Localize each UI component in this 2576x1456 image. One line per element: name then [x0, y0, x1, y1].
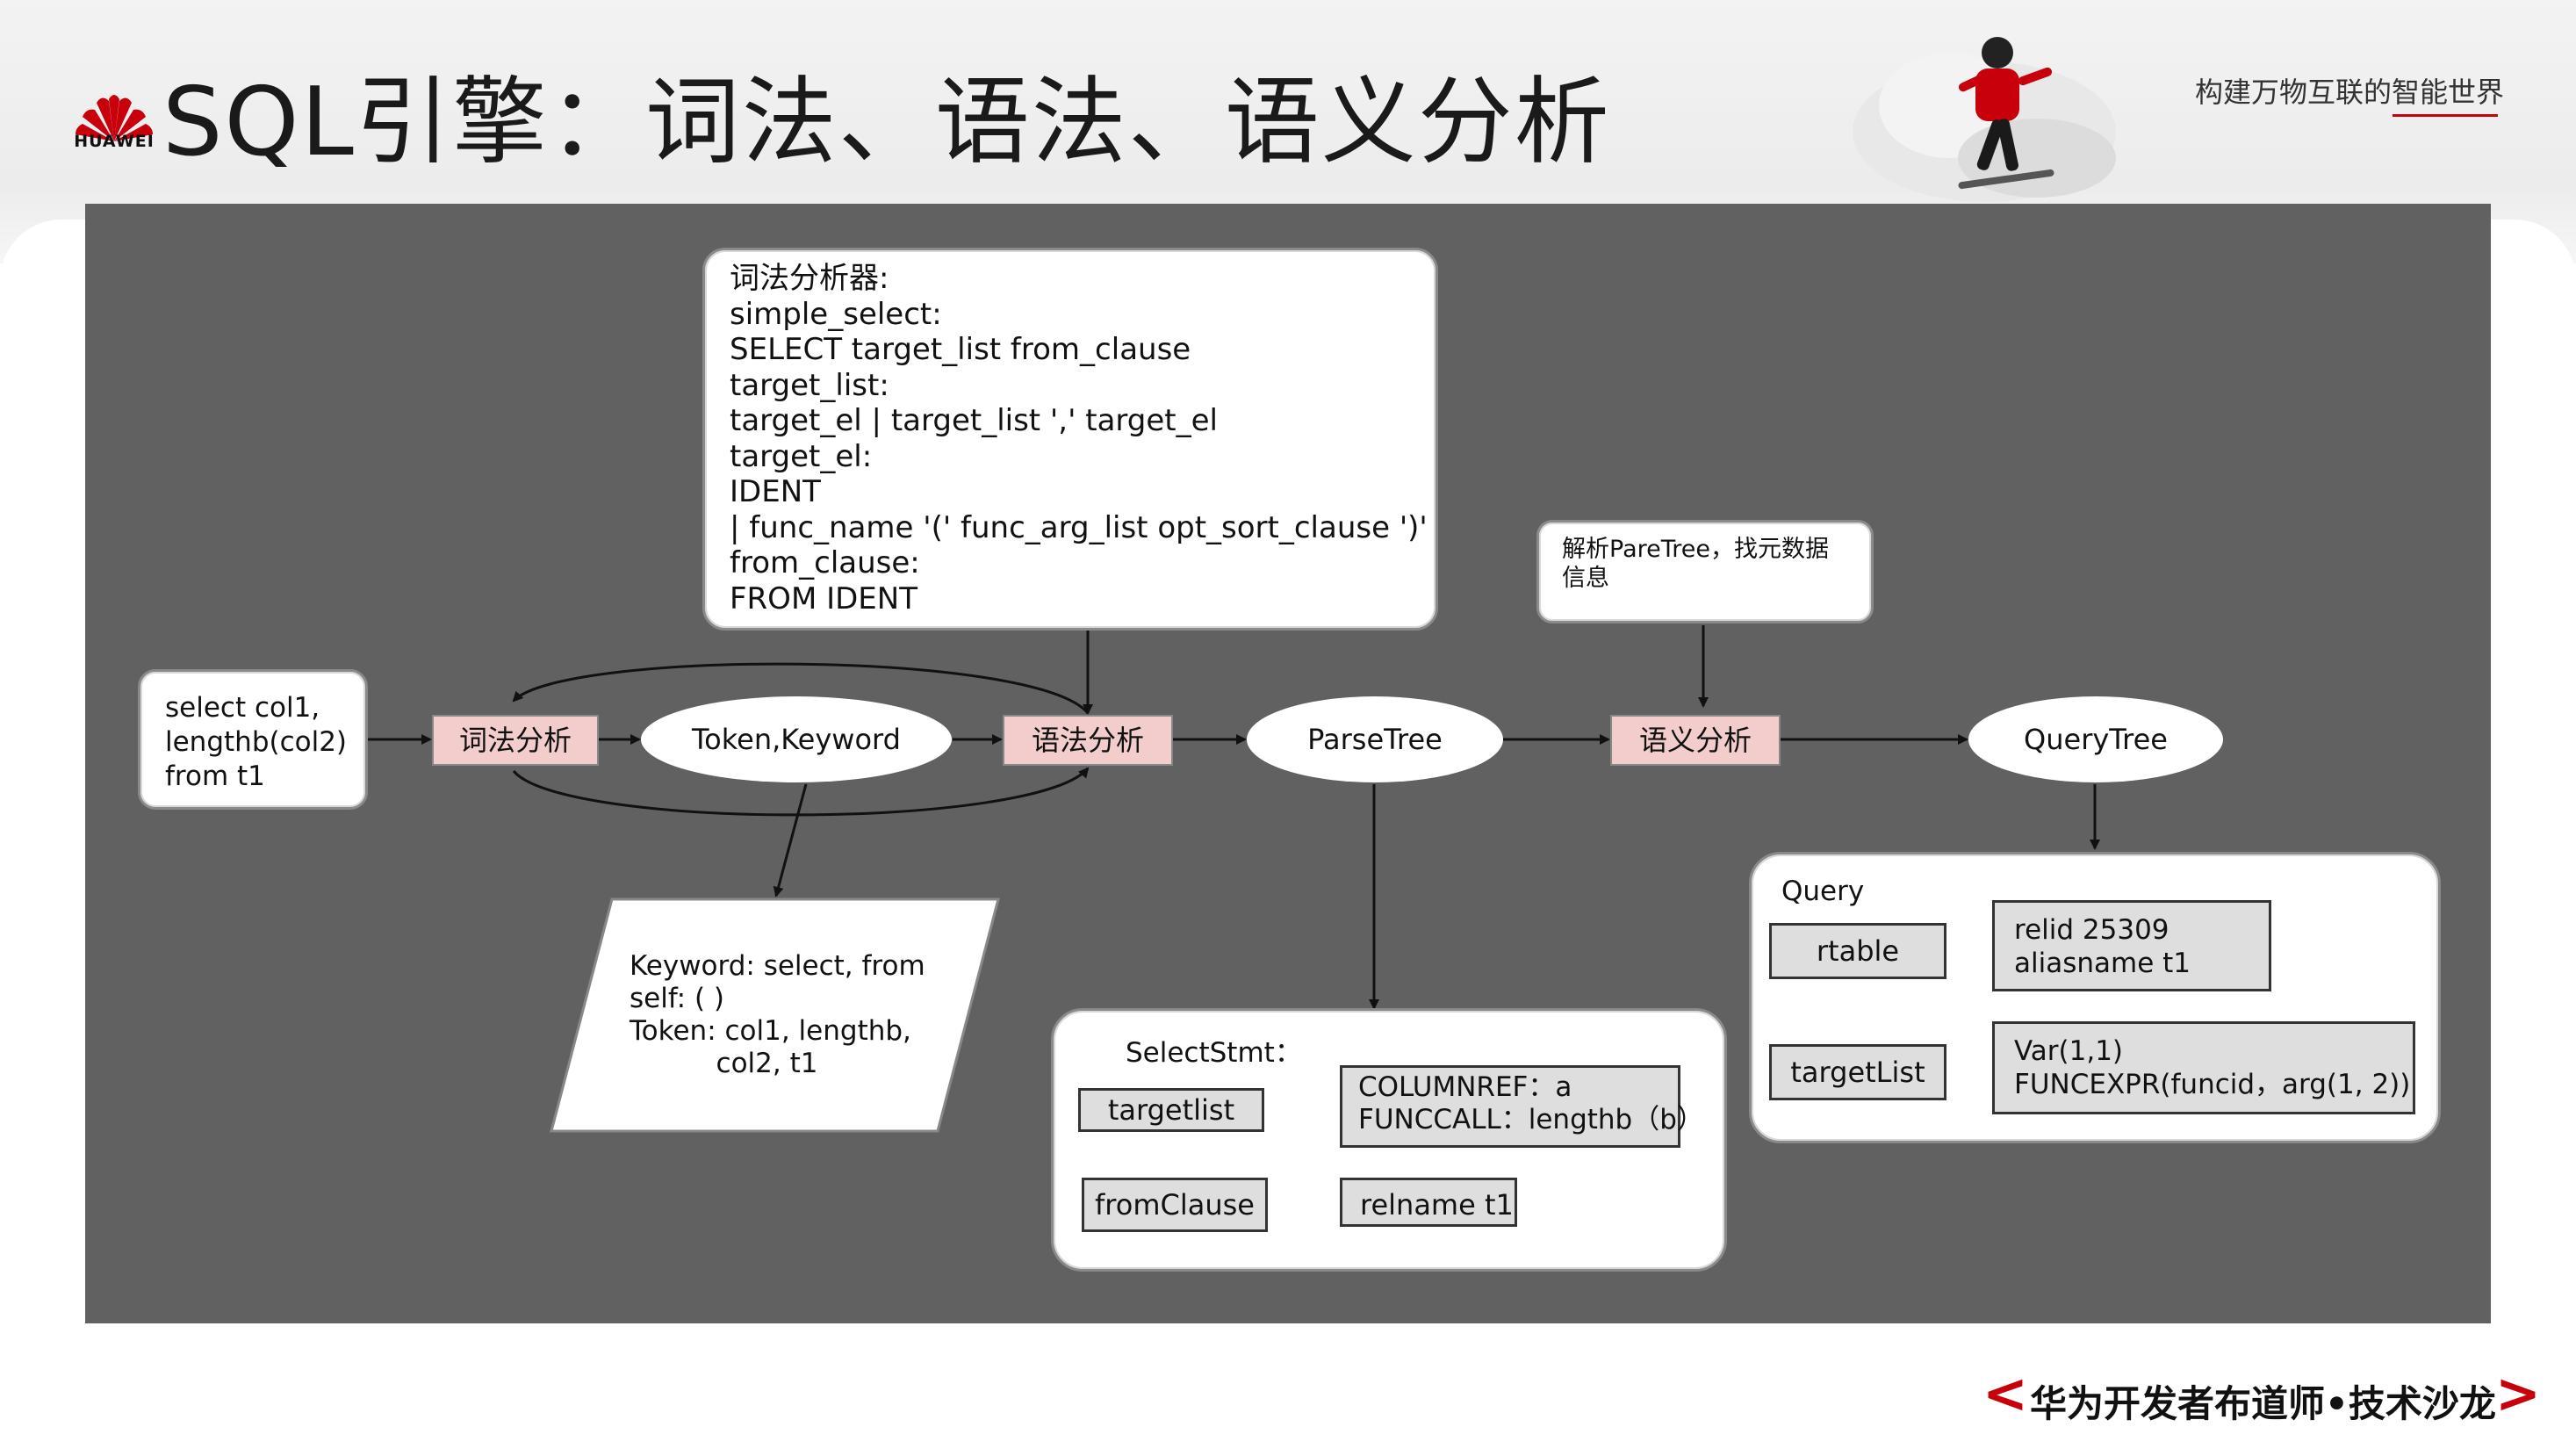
targetlist-field: targetlist: [1078, 1088, 1264, 1132]
page-title: SQL引擎：词法、语法、语义分析: [162, 68, 1611, 177]
lexer-definition-text: 词法分析器: simple_select: SELECT target_list…: [730, 261, 1428, 616]
from-clause-field: fromClause: [1082, 1178, 1268, 1232]
syntax-analysis-stage: 语法分析: [1003, 715, 1173, 766]
semantic-analysis-stage: 语义分析: [1610, 715, 1781, 766]
query-title: Query: [1781, 876, 1865, 907]
token-output-text: Keyword: select, from self: ( ) Token: c…: [630, 950, 925, 1079]
token-output-shape: [550, 897, 1000, 1133]
rtable-field: rtable: [1769, 923, 1946, 979]
skater-illustration: [1853, 37, 2116, 202]
slogan: 构建万物互联的智能世界: [2195, 76, 2505, 109]
query-tree-node: QueryTree: [1968, 696, 2223, 782]
footer-left-arrow: <: [1982, 1361, 2028, 1425]
rtable-value: relid 25309 aliasname t1: [1992, 900, 2271, 991]
query-group: Query rtable relid 25309 aliasname t1 ta…: [1749, 852, 2441, 1143]
logo-wordmark: HUAWEI: [74, 132, 155, 151]
token-keyword-node: Token,Keyword: [641, 696, 952, 782]
select-stmt-title: SelectStmt：: [1126, 1037, 1302, 1069]
lexer-definition-box: 词法分析器: simple_select: SELECT target_list…: [702, 248, 1438, 631]
target-list-field: targetList: [1769, 1044, 1946, 1100]
huawei-logo-icon: [76, 95, 153, 141]
footer-text: 华为开发者布道师•技术沙龙: [2030, 1382, 2496, 1425]
footer-right-arrow: >: [2495, 1361, 2541, 1425]
semantic-note-box: 解析PareTree，找元数据 信息: [1536, 520, 1874, 623]
from-clause-value: relname t1: [1340, 1178, 1517, 1227]
select-stmt-group: SelectStmt： targetlist COLUMNREF：a FUNCC…: [1051, 1008, 1727, 1272]
target-list-value: Var(1,1) FUNCEXPR(funcid，arg(1, 2)): [1992, 1021, 2415, 1114]
slogan-underline: [2393, 114, 2498, 117]
parse-tree-node: ParseTree: [1247, 696, 1503, 782]
targetlist-value: COLUMNREF：a FUNCCALL：lengthb（b）: [1340, 1065, 1704, 1148]
input-sql-box: select col1, lengthb(col2) from t1: [138, 669, 368, 810]
semantic-note-text: 解析PareTree，找元数据 信息: [1562, 536, 1829, 592]
lexical-analysis-stage: 词法分析: [432, 715, 599, 766]
input-sql-text: select col1, lengthb(col2) from t1: [165, 692, 348, 792]
